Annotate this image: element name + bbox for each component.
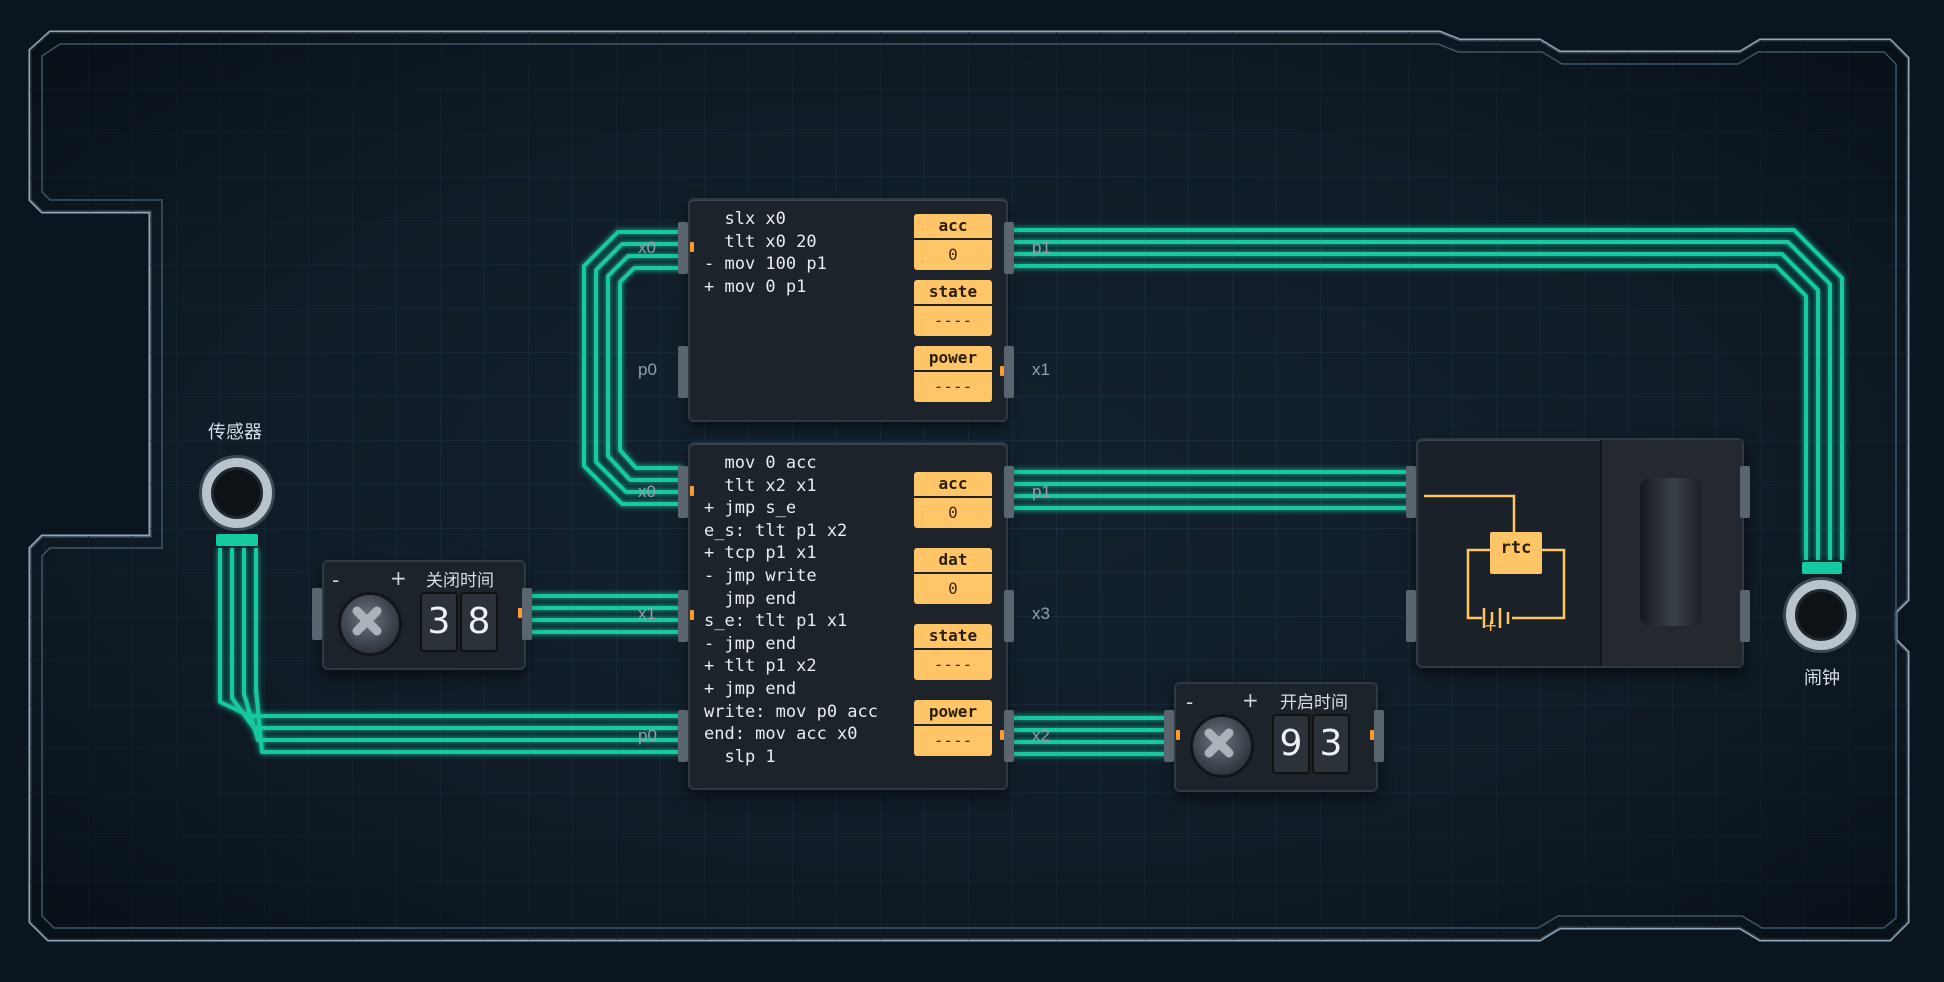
port-tab	[678, 346, 688, 398]
register-state: state ----	[914, 280, 992, 336]
wires	[218, 228, 1844, 756]
dial-knob-icon[interactable]	[1190, 714, 1254, 778]
port-label: p1	[1032, 482, 1051, 501]
register-acc: acc 0	[914, 472, 992, 528]
register-dat: dat 0	[914, 548, 992, 604]
register-value: 0	[914, 240, 992, 270]
alarm-label: 闹钟	[1804, 668, 1840, 689]
digit-tens: 9	[1272, 714, 1310, 774]
wire-p1-alarm	[1008, 228, 1844, 560]
rtc-module[interactable]: rtc +	[1416, 438, 1744, 668]
register-value: ----	[914, 650, 992, 680]
dial-knob-icon[interactable]	[338, 592, 402, 656]
alarm-ring-icon[interactable]	[1786, 580, 1856, 650]
port-tab	[1406, 466, 1416, 518]
register-name: acc	[914, 214, 992, 240]
port-tab	[1004, 590, 1014, 642]
port-indicator	[518, 608, 522, 618]
rtc-chip: rtc	[1490, 532, 1542, 574]
microcontroller-bottom[interactable]: mov 0 acc tlt x2 x1 + jmp s_e e_s: tlt p…	[688, 442, 1008, 790]
register-power: power ----	[914, 700, 992, 756]
port-tab	[678, 590, 688, 642]
minus-button[interactable]: -	[1186, 690, 1194, 714]
register-value: 0	[914, 498, 992, 528]
port-label: x1	[638, 604, 656, 623]
port-tab	[1004, 222, 1014, 274]
wire-x1-dial	[526, 594, 684, 634]
port-tab	[312, 588, 322, 640]
port-tab	[1374, 710, 1384, 762]
mc-bottom-code[interactable]: mov 0 acc tlt x2 x1 + jmp s_e e_s: tlt p…	[704, 453, 878, 767]
digit-tens: 3	[420, 592, 458, 652]
port-tab	[522, 588, 532, 640]
port-label: p1	[1032, 238, 1051, 257]
port-label: x3	[1032, 604, 1050, 623]
register-name: power	[914, 346, 992, 372]
microcontroller-top[interactable]: slx x0 tlt x0 20 - mov 100 p1 + mov 0 p1…	[688, 198, 1008, 422]
register-value: 0	[914, 574, 992, 604]
port-tab	[1740, 590, 1750, 642]
alarm-port	[1802, 562, 1842, 574]
register-name: dat	[914, 548, 992, 574]
open-time-label: 开启时间	[1280, 693, 1348, 713]
plus-button[interactable]: +	[390, 566, 407, 590]
port-tab	[1004, 710, 1014, 762]
register-value: ----	[914, 306, 992, 336]
battery-cylinder-icon	[1640, 478, 1702, 626]
register-value: ----	[914, 372, 992, 402]
plus-button[interactable]: +	[1242, 688, 1259, 712]
port-tab	[678, 222, 688, 274]
port-tab	[1740, 466, 1750, 518]
register-acc: acc 0	[914, 214, 992, 270]
port-indicator	[690, 610, 694, 620]
rtc-side-panel	[1600, 440, 1742, 666]
wire-x2-dial	[1008, 716, 1170, 756]
port-indicator	[1000, 366, 1004, 376]
register-name: state	[914, 624, 992, 650]
port-indicator	[1176, 730, 1180, 740]
minus-button[interactable]: -	[332, 568, 340, 592]
port-label: p0	[638, 360, 657, 379]
register-name: power	[914, 700, 992, 726]
close-time-dial[interactable]: - + 关闭时间 3 8	[322, 560, 526, 670]
battery-plus-sign: +	[1484, 616, 1498, 635]
port-label: x2	[1032, 726, 1050, 745]
register-value: ----	[914, 726, 992, 756]
port-tab	[1004, 466, 1014, 518]
register-name: state	[914, 280, 992, 306]
port-label: x1	[1032, 360, 1050, 379]
sensor-label: 传感器	[208, 422, 262, 443]
port-tab	[678, 710, 688, 762]
port-tab	[1164, 710, 1174, 762]
mc-top-code[interactable]: slx x0 tlt x0 20 - mov 100 p1 + mov 0 p1	[704, 209, 827, 297]
register-name: acc	[914, 472, 992, 498]
digit-ones: 3	[1312, 714, 1350, 774]
sensor-ring-icon[interactable]	[202, 458, 272, 528]
digit-ones: 8	[460, 592, 498, 652]
close-time-label: 关闭时间	[426, 571, 494, 591]
port-label: p0	[638, 726, 657, 745]
port-tab	[678, 466, 688, 518]
wire-sensor-p0	[218, 548, 684, 754]
wire-x0-loop	[582, 230, 684, 506]
port-indicator	[1370, 730, 1374, 740]
sensor-port	[216, 534, 258, 546]
port-label: x0	[638, 482, 656, 501]
port-label: x0	[638, 238, 656, 257]
register-power: power ----	[914, 346, 992, 402]
wire-p1-rtc	[1008, 470, 1412, 510]
register-state: state ----	[914, 624, 992, 680]
open-time-dial[interactable]: - + 开启时间 9 3	[1174, 682, 1378, 792]
port-tab	[1406, 590, 1416, 642]
port-indicator	[1000, 730, 1004, 740]
port-indicator	[690, 242, 694, 252]
port-tab	[1004, 346, 1014, 398]
rtc-circuit-icon	[1424, 494, 1566, 628]
port-indicator	[690, 486, 694, 496]
